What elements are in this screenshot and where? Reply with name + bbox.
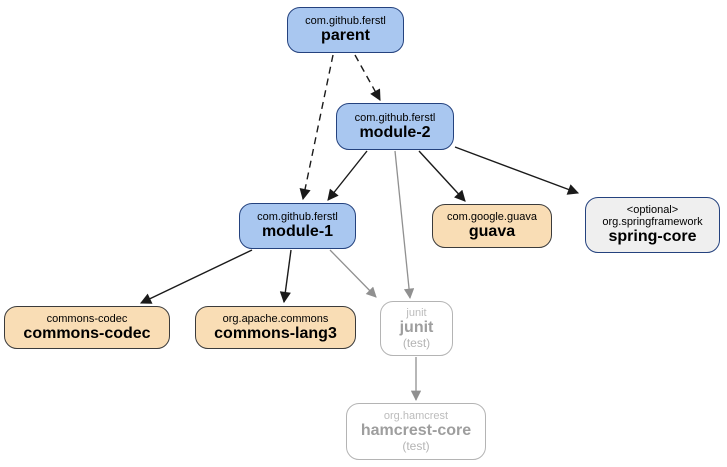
node-junit-artifact-label: junit	[399, 319, 434, 337]
edge-module-1-junit	[329, 249, 377, 298]
node-spring-core-group-label: org.springframework	[602, 216, 703, 229]
node-module-1-artifact-label: module-1	[261, 223, 334, 241]
node-module-2-artifact-label: module-2	[359, 123, 431, 141]
edge-module-1-commons-codec	[139, 249, 253, 304]
node-junit: junit junit (test)	[380, 301, 453, 356]
node-module-1-group-label: com.github.ferstl	[257, 211, 338, 224]
node-module-2: com.github.ferstl module-2	[336, 103, 454, 150]
edge-module-2-spring-core	[454, 146, 580, 195]
node-hamcrest-core: org.hamcrest hamcrest-core (test)	[346, 403, 486, 460]
node-junit-scope-label: (test)	[402, 335, 431, 350]
node-guava: com.google.guava guava	[432, 204, 552, 248]
node-junit-group-label: junit	[406, 307, 427, 320]
node-hamcrest-core-artifact-label: hamcrest-core	[360, 422, 472, 440]
node-commons-lang3-artifact-label: commons-lang3	[214, 324, 337, 342]
node-spring-core-optional-label: <optional>	[626, 204, 679, 217]
edge-module-2-junit	[394, 150, 415, 300]
edge-parent-module-1	[299, 54, 334, 201]
edge-parent-module-2	[354, 54, 381, 101]
node-spring-core: <optional> org.springframework spring-co…	[585, 197, 720, 253]
node-commons-codec: commons-codec commons-codec	[4, 306, 170, 349]
node-spring-core-artifact-label: spring-core	[608, 228, 697, 246]
node-module-2-group-label: com.github.ferstl	[354, 111, 436, 124]
node-commons-lang3-group-label: org.apache.commons	[222, 312, 329, 325]
node-commons-lang3: org.apache.commons commons-lang3	[195, 306, 356, 349]
node-parent-artifact-label: parent	[321, 27, 370, 45]
node-module-1: com.github.ferstl module-1	[239, 203, 356, 249]
node-hamcrest-core-group-label: org.hamcrest	[383, 410, 449, 423]
node-commons-codec-artifact-label: commons-codec	[23, 324, 151, 342]
edge-module-2-guava	[418, 150, 466, 202]
node-guava-group-label: com.google.guava	[447, 211, 537, 224]
node-guava-artifact-label: guava	[468, 223, 516, 241]
node-parent-group-label: com.github.ferstl	[305, 15, 386, 28]
node-commons-codec-group-label: commons-codec	[46, 312, 128, 325]
node-parent: com.github.ferstl parent	[287, 7, 404, 53]
edge-module-1-commons-lang3	[279, 249, 292, 304]
node-hamcrest-core-scope-label: (test)	[402, 438, 430, 453]
edge-module-2-module-1	[327, 150, 368, 201]
